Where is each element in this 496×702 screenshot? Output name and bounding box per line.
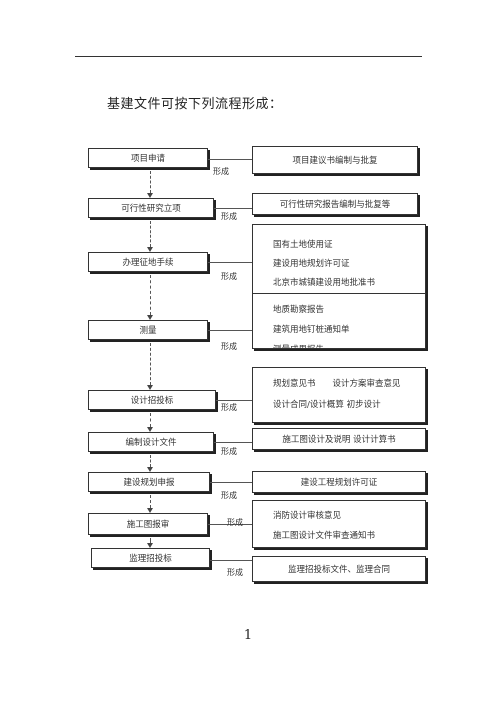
output-box: 规划意见书 设计方案审查意见设计合同/设计概算 初步设计 [252, 367, 426, 423]
output-text: 施工图设计及说明 设计计算书 [282, 435, 396, 445]
process-label: 监理招投标 [129, 554, 172, 564]
flow-line [150, 221, 151, 247]
output-box: 国有土地使用证建设用地规划许可证北京市城镇建设用地批准书 [252, 224, 426, 294]
output-box: 可行性研究报告编制与批复等 [252, 193, 418, 215]
output-box: 监理招投标文件、监理合同 [252, 556, 426, 582]
connector-line [214, 442, 252, 443]
flow-line [150, 275, 151, 315]
flow-line [150, 538, 151, 543]
process-label: 建设规划申报 [123, 478, 175, 488]
output-text: 监理招投标文件、监理合同 [287, 565, 390, 575]
output-box: 施工图设计及说明 设计计算书 [252, 428, 426, 450]
intro-text: 基建文件可按下列流程形成： [107, 97, 283, 112]
top-rule [75, 56, 422, 57]
process-label: 施工图报审 [126, 520, 170, 530]
output-text: 设计合同/设计概算 初步设计 [273, 400, 381, 410]
flow-line [150, 455, 151, 467]
output-text: 规划意见书 设计方案审查意见 [273, 379, 401, 389]
process-label: 编制设计文件 [125, 438, 177, 448]
connector-label: 形成 [213, 167, 229, 176]
process-box: 建设规划申报 [88, 472, 210, 492]
arrow-down-icon [147, 543, 153, 548]
process-box: 监理招投标 [91, 548, 210, 568]
flow-line [150, 495, 151, 508]
process-box: 编制设计文件 [88, 432, 214, 452]
connector-line [216, 400, 252, 401]
arrow-down-icon [147, 193, 153, 198]
connector-line [210, 482, 252, 483]
process-label: 测量 [139, 326, 157, 336]
connector-label: 形成 [221, 272, 237, 281]
output-text: 北京市城镇建设用地批准书 [273, 278, 376, 288]
output-text: 建筑用地钉桩通知单 [273, 325, 350, 335]
flow-line [150, 343, 151, 385]
connector-line [214, 208, 252, 209]
connector-label: 形成 [221, 491, 237, 500]
arrow-down-icon [147, 247, 153, 252]
process-box: 测量 [88, 320, 208, 340]
process-label: 办理征地手续 [122, 258, 174, 268]
process-box: 项目申请 [88, 148, 208, 168]
output-box: 消防设计审核意见施工图设计文件审查通知书 [252, 500, 426, 548]
arrow-down-icon [147, 467, 153, 472]
output-text: 国有土地使用证 [273, 240, 333, 250]
output-text: 地质勘察报告 [273, 305, 325, 315]
connector-label: 形成 [221, 403, 237, 412]
connector-line [208, 524, 252, 525]
connector-label: 形成 [227, 518, 243, 527]
connector-line [210, 560, 252, 561]
process-box: 办理征地手续 [88, 252, 208, 272]
output-text: 施工图设计文件审查通知书 [273, 531, 376, 541]
process-label: 设计招投标 [130, 396, 174, 406]
connector-label: 形成 [221, 447, 237, 456]
flow-line [150, 171, 151, 193]
output-text: 建设用地规划许可证 [273, 259, 350, 269]
output-text: 可行性研究报告编制与批复等 [279, 200, 391, 210]
process-label: 项目申请 [130, 154, 165, 164]
connector-line [208, 262, 252, 263]
connector-line [208, 159, 252, 160]
process-box: 施工图报审 [88, 513, 208, 535]
connector-label: 形成 [221, 212, 237, 221]
flow-line [150, 413, 151, 427]
output-text: 项目建议书编制与批复 [292, 156, 378, 166]
output-box: 项目建议书编制与批复 [252, 146, 418, 174]
output-text: 建设工程规划许可证 [300, 478, 378, 488]
arrow-down-icon [147, 315, 153, 320]
output-box: 地质勘察报告建筑用地钉桩通知单测量成果报告 [252, 293, 426, 349]
process-label: 可行性研究立项 [121, 204, 181, 214]
output-text: 消防设计审核意见 [273, 511, 342, 521]
output-text: 测量成果报告 [273, 343, 324, 348]
connector-label: 形成 [227, 568, 243, 577]
connector-label: 形成 [221, 342, 237, 351]
arrow-down-icon [147, 427, 153, 432]
page-number: 1 [243, 628, 253, 643]
process-box: 可行性研究立项 [88, 198, 214, 218]
arrow-down-icon [147, 385, 153, 390]
process-box: 设计招投标 [88, 390, 216, 410]
output-box: 建设工程规划许可证 [252, 471, 426, 493]
arrow-down-icon [147, 508, 153, 513]
connector-line [208, 330, 252, 331]
